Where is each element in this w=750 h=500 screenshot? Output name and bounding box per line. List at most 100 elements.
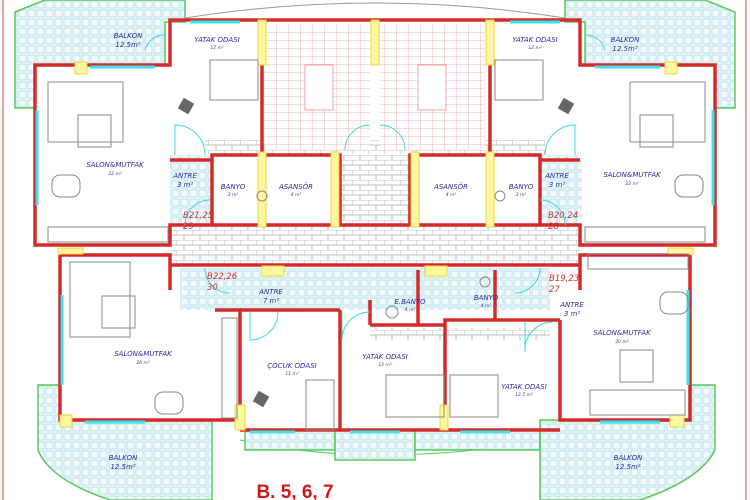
room-name: BANYO <box>509 183 534 191</box>
room-name: ANTRE <box>172 172 197 180</box>
room-name: SALON&MUTFAK <box>86 161 145 169</box>
room-name: ANTRE <box>258 288 283 296</box>
doors <box>144 34 606 353</box>
room-name: SALON&MUTFAK <box>593 329 652 337</box>
rug-icon <box>639 114 674 148</box>
bunk-bed-icon <box>305 379 335 431</box>
antre-floor-tl <box>170 155 212 225</box>
room-area: 12.5m² <box>612 45 637 53</box>
dining-table-icon <box>674 174 704 198</box>
room-area: 12.5m² <box>115 41 140 49</box>
unit-code: B19,23 <box>549 274 579 284</box>
bed-icon <box>449 374 499 418</box>
sofa-icon <box>629 81 706 143</box>
wardrobe-strip-bottom <box>370 328 550 340</box>
kitchen-counter-icon <box>584 226 706 243</box>
room-name: YATAK ODASI <box>194 36 239 44</box>
dining-table-icon <box>154 391 184 415</box>
room-area: 12 m² <box>528 45 542 51</box>
room-area: 22 m² <box>625 181 639 187</box>
room-area: 7 m² <box>263 297 279 305</box>
room-name: SALON&MUTFAK <box>114 350 173 358</box>
stair-landing-left <box>304 64 334 111</box>
room-name: BANYO <box>474 294 499 302</box>
windows <box>35 20 715 434</box>
room-name: BALKON <box>114 32 143 40</box>
room-area: 3 m² <box>516 192 527 198</box>
unit-code: B20,24 <box>548 211 578 221</box>
room-area: 3 m² <box>564 310 580 318</box>
columns <box>57 19 694 431</box>
room-area: 22 m² <box>108 171 122 177</box>
toilet-icon <box>256 190 268 202</box>
room-area: 4 m² <box>405 307 416 313</box>
room-labels: BALKON 12.5m² YATAK ODASI 12 m² SALON&MU… <box>86 32 662 471</box>
walls <box>33 18 717 432</box>
room-name: BALKON <box>614 454 643 462</box>
room-name: ÇOCUK ODASI <box>267 362 316 370</box>
balcony-top-right <box>564 0 736 109</box>
unit-code-floor: 30 <box>207 283 218 293</box>
room-name: BALKON <box>611 36 640 44</box>
room-name: YATAK ODASI <box>362 353 407 361</box>
sofa-icon <box>69 261 131 338</box>
dining-table-icon <box>51 174 81 198</box>
bed-icon <box>209 59 259 101</box>
unit-codes: B21,25 29 B20,24 28 B22,26 30 B19,23 27 <box>183 211 579 295</box>
room-area: 20 m² <box>615 339 629 345</box>
room-area: 12 m² <box>210 45 224 51</box>
balcony-bottom-mid <box>334 429 416 461</box>
bed-icon <box>385 374 445 418</box>
toilet-icon <box>494 190 506 202</box>
unit-code-floor: 28 <box>548 222 559 232</box>
chair-icon <box>177 97 195 115</box>
roof-arc <box>184 2 566 19</box>
kitchen-counter-icon <box>587 253 689 270</box>
room-name: ASANSÖR <box>433 182 468 191</box>
rug-icon <box>77 114 112 148</box>
corridor <box>170 225 580 265</box>
rug-icon <box>101 295 136 329</box>
room-name: YATAK ODASI <box>501 383 546 391</box>
room-area: 12.5m² <box>615 463 640 471</box>
room-area: 3 m² <box>177 181 193 189</box>
rug-icon <box>619 349 654 383</box>
room-name: ANTRE <box>544 172 569 180</box>
unit-code: B22,26 <box>207 272 238 282</box>
room-area: 3 m² <box>549 181 565 189</box>
room-name: E.BANYO <box>394 298 426 306</box>
room-name: SALON&MUTFAK <box>603 171 662 179</box>
dining-table-icon <box>659 291 689 315</box>
room-name: ASANSÖR <box>278 182 313 191</box>
unit-code-floor: 27 <box>549 285 560 295</box>
room-name: ANTRE <box>559 301 584 309</box>
bed-icon <box>494 59 544 101</box>
kitchen-counter-icon <box>47 226 169 243</box>
room-area: 11 m² <box>285 371 299 377</box>
room-area: 3 m² <box>228 192 239 198</box>
room-area: 12.5 m² <box>515 392 533 398</box>
room-area: 4 m² <box>481 303 492 309</box>
unit-code: B21,25 <box>183 211 213 221</box>
room-name: BALKON <box>109 454 138 462</box>
kitchen-counter-icon <box>221 317 238 419</box>
balcony-top-left <box>14 0 186 109</box>
antre-floor-bottom <box>180 268 550 310</box>
balcony-bottom-left <box>37 384 213 500</box>
antre-floor-tr <box>540 155 582 225</box>
room-area: 4 m² <box>291 192 302 198</box>
corridor-center <box>340 155 410 225</box>
room-area: 12 m² <box>378 362 392 368</box>
plan-title: B. 5, 6, 7 <box>256 482 333 500</box>
chair-icon <box>557 97 575 115</box>
toilet-icon <box>479 276 491 288</box>
room-area: 26 m² <box>136 360 150 366</box>
room-name: BANYO <box>221 183 246 191</box>
chair-icon <box>252 390 270 408</box>
sofa-icon <box>589 389 686 416</box>
sofa-icon <box>47 81 124 143</box>
room-area: 12.5m² <box>110 463 135 471</box>
unit-code-floor: 29 <box>183 222 194 232</box>
